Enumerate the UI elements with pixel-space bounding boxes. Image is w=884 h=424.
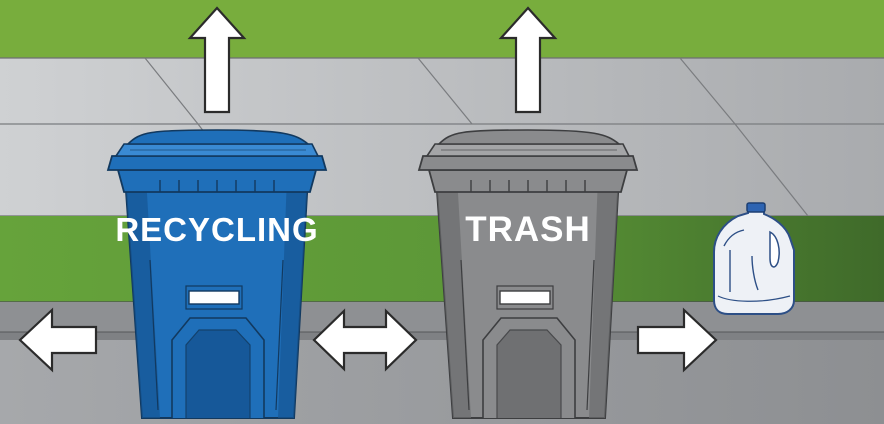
grass-top bbox=[0, 0, 884, 58]
trash-bin: TRASH bbox=[419, 130, 637, 418]
recycling-label: RECYCLING bbox=[115, 211, 318, 248]
street bbox=[0, 302, 884, 424]
trash-label: TRASH bbox=[465, 210, 591, 249]
recycling-bin: RECYCLING bbox=[108, 130, 326, 418]
